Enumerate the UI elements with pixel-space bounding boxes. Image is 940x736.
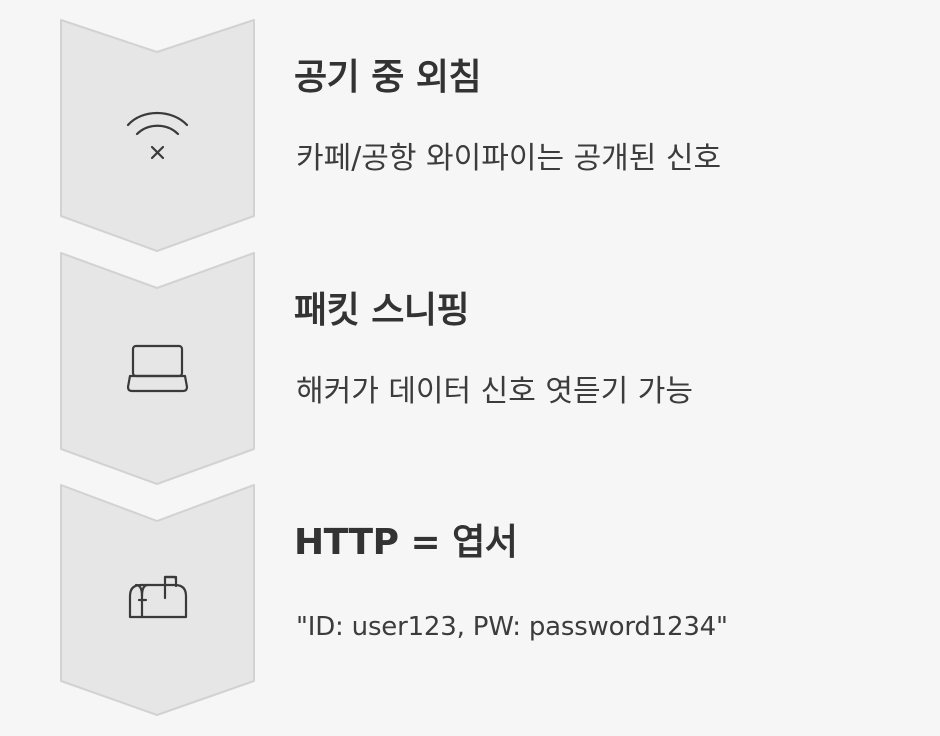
step-1-description: 카페/공항 와이파이는 공개된 신호 [296,141,722,176]
wifi-off-icon [126,112,189,160]
step-3-description: "ID: user123, PW: password1234" [296,612,728,642]
chevron-step-2 [60,252,255,485]
chevron-step-3 [60,484,255,716]
step-2-description: 해커가 데이터 신호 엿듣기 가능 [296,374,693,409]
mailbox-icon [128,575,188,619]
step-2-title: 패킷 스니핑 [294,290,470,331]
laptop-icon [126,344,189,393]
step-1-title: 공기 중 외침 [294,57,482,98]
step-3-title: HTTP = 엽서 [294,522,518,563]
chevron-step-1 [60,19,255,252]
